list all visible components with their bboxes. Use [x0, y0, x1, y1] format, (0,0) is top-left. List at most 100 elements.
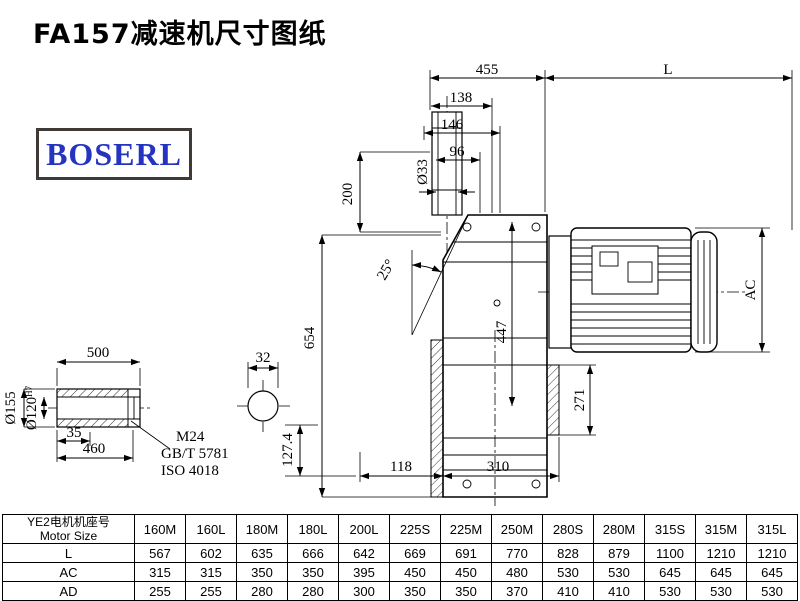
thread-label: M24: [176, 429, 205, 445]
table-cell: 280: [236, 581, 288, 601]
dim-455: 455: [429, 62, 546, 212]
table-cell: 280: [287, 581, 339, 601]
page-title: FA157减速机尺寸图纸: [33, 19, 327, 50]
dim-35: 35: [57, 425, 91, 446]
gearbox-housing: [430, 214, 560, 498]
column-header-200L: 200L: [338, 514, 390, 544]
table-cell: 602: [185, 543, 237, 563]
column-header-280S: 280S: [542, 514, 594, 544]
table-cell: 350: [389, 581, 441, 601]
shaft-end-view: [247, 390, 279, 422]
hollow-shaft-view: [56, 388, 171, 450]
dim-32-label: 32: [256, 350, 271, 366]
table-cell: 410: [542, 581, 594, 601]
motor-size-header-en: Motor Size: [39, 529, 98, 543]
table-cell: 530: [542, 562, 594, 582]
dim-146: 146: [423, 117, 501, 213]
column-header-280M: 280M: [593, 514, 645, 544]
column-header-315L: 315L: [746, 514, 798, 544]
dim-angle-label: 25°: [374, 257, 398, 283]
table-cell: 666: [287, 543, 339, 563]
column-header-160L: 160L: [185, 514, 237, 544]
table-cell: 879: [593, 543, 645, 563]
dim-138: 138: [431, 90, 493, 213]
table-cell: 350: [236, 562, 288, 582]
motor: [548, 227, 718, 353]
table-cell: 255: [185, 581, 237, 601]
table-cell: 315: [185, 562, 237, 582]
dim-118-label: 118: [390, 459, 412, 475]
table-cell: 530: [695, 581, 747, 601]
motor-size-header-cn: YE2电机机座号: [27, 515, 110, 530]
dim-138-label: 138: [450, 90, 473, 106]
dim-AC-label: AC: [743, 280, 759, 301]
column-header-160M: 160M: [134, 514, 186, 544]
table-cell: 450: [440, 562, 492, 582]
table-cell: 1100: [644, 543, 696, 563]
row-label-AD: AD: [2, 581, 135, 601]
table-cell: 410: [593, 581, 645, 601]
table-cell: 315: [134, 562, 186, 582]
table-cell: 770: [491, 543, 543, 563]
table-cell: 370: [491, 581, 543, 601]
column-header-225M: 225M: [440, 514, 492, 544]
table-cell: 1210: [746, 543, 798, 563]
table-cell: 1210: [695, 543, 747, 563]
table-cell: 350: [440, 581, 492, 601]
dim-500: 500: [56, 345, 141, 386]
dim-dia155: Ø155: [3, 388, 55, 428]
technical-drawing: 455 L 138 146 96 Ø33 200 25° 654: [3, 62, 793, 506]
dim-460-label: 460: [83, 441, 106, 457]
table-cell: 645: [746, 562, 798, 582]
column-header-250M: 250M: [491, 514, 543, 544]
table-cell: 645: [644, 562, 696, 582]
dim-AC: AC: [695, 227, 770, 353]
row-label-AC: AC: [2, 562, 135, 582]
dim-200: 200: [340, 151, 441, 233]
logo-text: BOSERL: [46, 135, 182, 172]
dim-271: 271: [552, 364, 596, 436]
dim-35-label: 35: [67, 425, 82, 441]
dim-500-label: 500: [87, 345, 110, 361]
dim-447-label: 447: [494, 320, 510, 343]
dim-310-label: 310: [487, 459, 510, 475]
dim-271-label: 271: [572, 389, 588, 412]
input-shaft-assembly: [431, 111, 463, 216]
dim-96-label: 96: [450, 144, 466, 160]
thread-callout: M24 GB/T 5781 ISO 4018: [161, 429, 229, 479]
row-label-L: L: [2, 543, 135, 563]
logo-box: BOSERL: [36, 128, 192, 180]
dim-455-label: 455: [476, 62, 499, 78]
dim-200-label: 200: [340, 183, 356, 206]
table-cell: 645: [695, 562, 747, 582]
table-cell: 450: [389, 562, 441, 582]
dim-146-label: 146: [441, 117, 464, 133]
dim-dia120-value: Ø120: [24, 397, 40, 430]
dim-shaft-diameter: Ø33: [415, 159, 475, 196]
standard-iso-label: ISO 4018: [161, 463, 219, 479]
table-cell: 669: [389, 543, 441, 563]
dim-460: 460: [56, 430, 134, 462]
column-header-315M: 315M: [695, 514, 747, 544]
column-header-225S: 225S: [389, 514, 441, 544]
table-cell: 828: [542, 543, 594, 563]
table-cell: 530: [746, 581, 798, 601]
dim-dia120: Ø120H7: [24, 385, 48, 430]
table-cell: 395: [338, 562, 390, 582]
dim-96: 96: [436, 144, 481, 213]
dim-angle-25: 25°: [374, 214, 469, 336]
dim-310: 310: [443, 437, 560, 482]
dim-118: 118: [359, 452, 443, 482]
dim-447: 447: [494, 222, 516, 406]
dim-654-label: 654: [302, 326, 318, 349]
standard-gbt-label: GB/T 5781: [161, 446, 229, 462]
dim-L-label: L: [663, 62, 672, 78]
dim-dia155-label: Ø155: [3, 391, 19, 424]
table-cell: 642: [338, 543, 390, 563]
